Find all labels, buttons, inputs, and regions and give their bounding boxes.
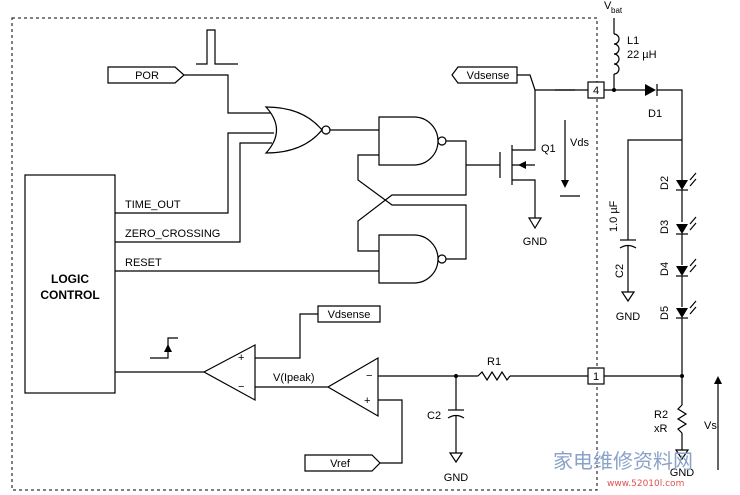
cout-ground-icon [620,291,636,303]
nand-bottom-bubble [437,254,447,264]
d1-diode [645,84,656,96]
r2-label: R2 [654,409,668,421]
cout-plate-2 [619,244,637,249]
nor-bubble [321,125,331,135]
watermark-url: www.52010l.com [607,479,684,489]
vdsense-mid-label: Vdsense [328,309,371,321]
q1-drain [512,90,536,151]
gnd-q1-label: GND [523,236,548,248]
comparator1-plus: + [238,352,244,364]
watermark-text: 家电维修资料网 [553,449,693,473]
resistor-r1 [477,370,511,382]
zero-crossing-wire [115,142,272,243]
vs-label: Vs [704,420,717,432]
resistor-r2 [676,404,688,434]
vdsense-top-connector [451,66,518,84]
por-label: POR [135,70,159,82]
inductor-l1 [613,33,620,75]
comparator-ipeak [326,356,379,418]
c2-left-ground-icon [448,452,464,464]
vds-label: Vds [570,137,589,149]
gnd-c2-left-label: GND [444,472,469,484]
nand-bottom [378,234,439,284]
vref-wire [378,399,403,464]
por-connector [107,66,185,84]
led-d4 [676,266,688,276]
comparator2-plus: + [364,395,370,407]
nor-gate [264,106,323,154]
d5-label: D5 [659,306,671,320]
d4-label: D4 [659,262,671,276]
por-pulse-icon [196,29,238,65]
logic-label-1: LOGIC [51,272,89,286]
l1-value: 22 µH [627,49,657,61]
r2-value: xR [654,423,668,435]
q1-ground-icon [527,217,543,230]
d1-out-wire [657,89,683,172]
d1-label: D1 [648,108,662,120]
vdsense-mid-wire [255,313,318,359]
r1-label: R1 [487,356,501,368]
zero-crossing-label: ZERO_CROSSING [125,228,220,240]
gnd-c2-right-label: GND [616,311,641,323]
logic-label-2: CONTROL [40,288,99,302]
por-wire [184,74,274,114]
time-out-wire [115,132,274,214]
led-d3 [676,224,688,234]
vbat-sub: bat [611,6,623,15]
comparator1-minus: − [238,381,244,393]
r2-ground-icon [674,449,690,461]
q1-label: Q1 [541,143,556,155]
vdsense-mid-connector [317,305,381,323]
c2-left-plate-2 [447,414,465,419]
led-d2 [676,180,688,190]
d2-label: D2 [659,176,671,190]
q1-source [512,179,536,218]
reset-label: RESET [125,257,162,269]
cout-wire [627,139,682,240]
pin4-label: 4 [593,85,599,97]
c2-right-label: C2 [614,264,626,278]
latch-wire-2 [357,154,467,260]
nand-top [378,116,439,166]
comparator2-minus: − [366,370,372,382]
vdsense-top-label: Vdsense [467,70,510,82]
gnd-r2-label: GND [670,467,695,479]
latch-wire-1 [357,140,467,252]
q1-arrow [518,161,526,169]
rising-edge-icon [150,337,178,359]
nand-top-bubble [437,136,447,146]
vbat-label: V [604,0,612,12]
comparator-vdsense [202,344,256,402]
time-out-label: TIME_OUT [125,199,181,211]
led-d5 [676,308,688,318]
c2-left-label: C2 [427,410,441,422]
d3-label: D3 [659,220,671,234]
vref-connector [304,454,381,472]
cap-value-label: 1.0 µF [608,200,620,232]
ic-boundary [11,17,598,491]
vipeak-label: V(Ipeak) [273,372,315,384]
vref-label: Vref [330,458,351,470]
l1-label: L1 [627,35,639,47]
logic-control-block [24,174,116,394]
pin1-label: 1 [593,371,599,383]
